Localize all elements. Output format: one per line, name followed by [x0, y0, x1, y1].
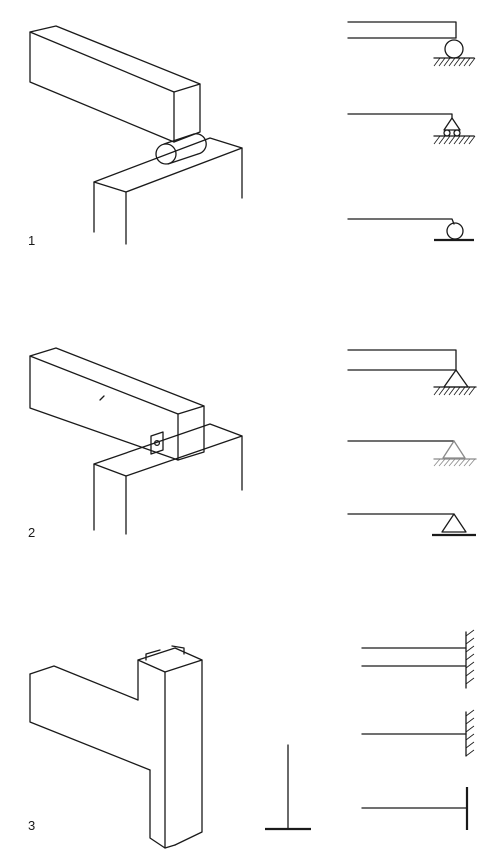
- column-block: [93, 137, 243, 245]
- fixed-symbol-c: [361, 787, 469, 830]
- beam-block: [29, 25, 201, 143]
- ground-hatching: [433, 135, 476, 145]
- ground-hatching: [433, 57, 476, 67]
- section-2-pin-support: 2: [28, 347, 477, 540]
- ground-hatching: [433, 458, 476, 467]
- roller-symbol-b: [347, 113, 476, 145]
- fixed-support-isometric-drawing: [29, 645, 203, 849]
- section-1-roller-support: 1: [28, 21, 476, 248]
- beam-block: [29, 347, 205, 461]
- fixed-support-column-symbol: [265, 744, 311, 831]
- roller-support-isometric-drawing: [29, 25, 243, 245]
- hinge-pin: [150, 431, 164, 455]
- pin-symbol-c: [347, 513, 476, 537]
- roller-symbol-c: [347, 218, 474, 242]
- section-number-3: 3: [28, 818, 35, 833]
- pin-support-isometric-drawing: [29, 347, 243, 535]
- ground-hatching: [433, 386, 476, 396]
- fixed-symbol-a: [361, 629, 475, 689]
- wall-hatching: [465, 629, 475, 685]
- pin-symbol-a: [347, 349, 477, 396]
- roller-cylinder: [155, 133, 207, 165]
- roller-symbol-a: [347, 21, 476, 67]
- section-3-fixed-support: 3: [28, 629, 475, 849]
- wall-hatching: [465, 709, 475, 757]
- column-block: [93, 423, 243, 535]
- section-number-2: 2: [28, 525, 35, 540]
- pin-symbol-b: [347, 440, 477, 467]
- section-number-1: 1: [28, 233, 35, 248]
- fixed-symbol-b: [361, 709, 475, 757]
